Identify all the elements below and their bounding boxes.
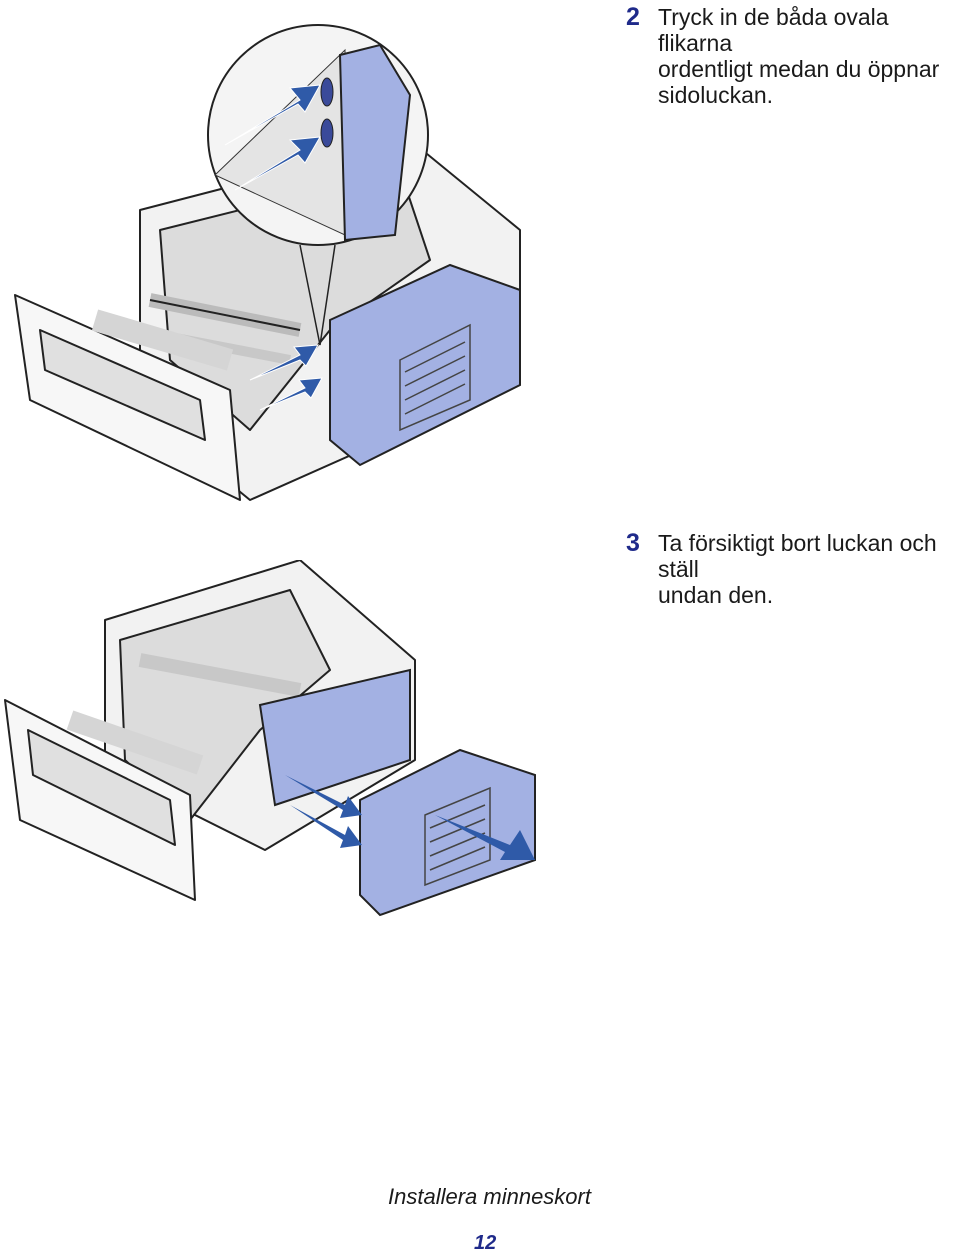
arrow-to-door-upper xyxy=(285,775,362,818)
arrow-lower xyxy=(259,377,323,411)
tab-lower xyxy=(320,118,334,148)
step-3-instruction: Ta försiktigt bort luckan och ställ unda… xyxy=(658,530,937,608)
arrow-lower-zoom xyxy=(234,136,321,191)
arrow-pull-door xyxy=(435,815,535,860)
printer-open-side-door-illustration xyxy=(14,24,521,501)
side-door xyxy=(329,263,521,467)
printer-side-door-removed-illustration xyxy=(4,560,536,917)
step-2-number: 2 xyxy=(626,3,640,31)
footer-section-title: Installera minneskort xyxy=(388,1184,591,1209)
step-2-instruction: Tryck in de båda ovala flikarna ordentli… xyxy=(658,4,940,108)
arrow-upper xyxy=(249,344,319,381)
arrow-upper-zoom xyxy=(224,84,321,146)
tab-upper xyxy=(320,77,334,107)
arrow-to-door-lower xyxy=(290,805,362,848)
page-number: 12 xyxy=(474,1232,497,1254)
step-3-number: 3 xyxy=(626,529,640,557)
step-3: 3 Ta försiktigt bort luckan och ställ un… xyxy=(626,529,960,609)
step-2: 2 Tryck in de båda ovala flikarna ordent… xyxy=(626,3,960,109)
